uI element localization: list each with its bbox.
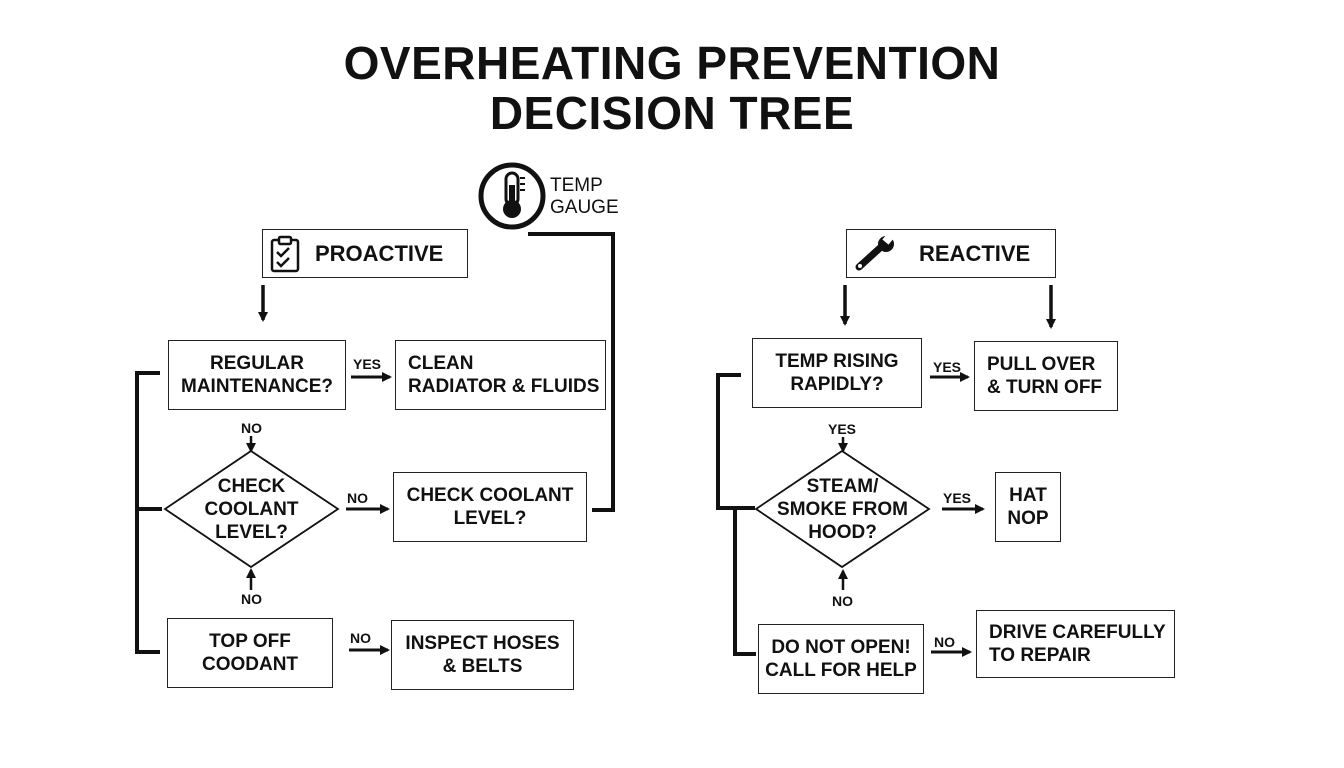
hat-nop-box: HAT NOP: [995, 472, 1061, 542]
drive-carefully-box: DRIVE CAREFULLY TO REPAIR: [976, 610, 1175, 678]
proactive-header: PROACTIVE: [262, 229, 468, 278]
box-line: CHECK COOLANT: [406, 485, 574, 506]
box-line: CLEAN: [408, 353, 474, 374]
reactive-diamond: [754, 449, 931, 569]
diamond-line: CHECK: [217, 476, 286, 497]
box-line: LEVEL?: [453, 508, 527, 529]
proactive-yes-label: YES: [353, 356, 382, 372]
diamond-line: LEVEL?: [215, 522, 288, 543]
title-line-1: OVERHEATING PREVENTION: [343, 37, 1001, 89]
gauge-label-line-2: GAUGE: [550, 197, 619, 218]
reactive-yes-label-down: YES: [828, 421, 857, 437]
proactive-no-label-right: NO: [347, 490, 368, 506]
diamond-line: STEAM/: [806, 476, 879, 497]
gauge-label: TEMP GAUGE: [550, 175, 619, 219]
gauge-connector: [528, 232, 615, 512]
reactive-header-label: REACTIVE: [919, 240, 1031, 266]
box-line: COODANT: [201, 654, 299, 675]
inspect-hoses-box: INSPECT HOSES & BELTS: [391, 620, 574, 690]
check-coolant-box: CHECK COOLANT LEVEL?: [393, 472, 587, 542]
proactive-header-label: PROACTIVE: [315, 240, 444, 266]
regular-maintenance-box: REGULAR MAINTENANCE?: [168, 340, 346, 410]
box-line: RADIATOR & FLUIDS: [408, 376, 600, 397]
title-line-2: DECISION TREE: [489, 87, 855, 139]
box-line: MAINTENANCE?: [181, 376, 333, 397]
diamond-line: HOOD?: [808, 522, 877, 543]
proactive-no-label-top: NO: [241, 420, 262, 436]
box-line: TEMP RISING: [775, 351, 899, 372]
proactive-no-label-bottom: NO: [241, 591, 262, 607]
do-not-open-box: DO NOT OPEN! CALL FOR HELP: [758, 624, 924, 694]
reactive-header: REACTIVE: [846, 229, 1056, 278]
top-off-coolant-box: TOP OFF COODANT: [167, 618, 333, 688]
gauge-label-line-1: TEMP: [550, 175, 603, 196]
box-line: NOP: [1007, 508, 1049, 529]
reactive-left-bracket: [716, 373, 756, 656]
temp-rising-box: TEMP RISING RAPIDLY?: [752, 338, 922, 408]
box-line: HAT: [1009, 485, 1047, 506]
reactive-yes-label: YES: [933, 359, 962, 375]
diamond-line: SMOKE FROM: [777, 499, 908, 520]
wrench-icon: [853, 234, 897, 273]
check-coolant-diamond-text: CHECK COOLANT LEVEL?: [165, 475, 338, 544]
diamond-line: COOLANT: [204, 499, 299, 520]
pull-over-box: PULL OVER & TURN OFF: [974, 341, 1118, 411]
proactive-diamond: [163, 449, 340, 569]
box-line: REGULAR: [210, 353, 304, 374]
reactive-no-label-a3: NO: [934, 634, 955, 650]
box-line: TO REPAIR: [989, 645, 1091, 666]
box-line: PULL OVER: [987, 354, 1096, 375]
proactive-left-bracket: [135, 371, 160, 654]
thermometer-icon: [478, 162, 546, 230]
clipboard-check-icon: [269, 235, 301, 273]
page-title: OVERHEATING PREVENTION DECISION TREE: [0, 38, 1344, 138]
proactive-no-label-a3: NO: [350, 630, 371, 646]
box-line: CALL FOR HELP: [765, 660, 917, 681]
box-line: & BELTS: [442, 656, 523, 677]
reactive-no-label-bottom: NO: [832, 593, 853, 609]
box-line: RAPIDLY?: [790, 374, 884, 395]
clean-radiator-box: CLEAN RADIATOR & FLUIDS: [395, 340, 606, 410]
box-line: DRIVE CAREFULLY: [989, 622, 1166, 643]
box-line: DO NOT OPEN!: [771, 637, 911, 658]
box-line: INSPECT HOSES: [405, 633, 560, 654]
box-line: TOP OFF: [209, 631, 291, 652]
reactive-yes-label-right: YES: [943, 490, 972, 506]
box-line: & TURN OFF: [987, 377, 1103, 398]
steam-smoke-diamond-text: STEAM/ SMOKE FROM HOOD?: [756, 475, 929, 544]
